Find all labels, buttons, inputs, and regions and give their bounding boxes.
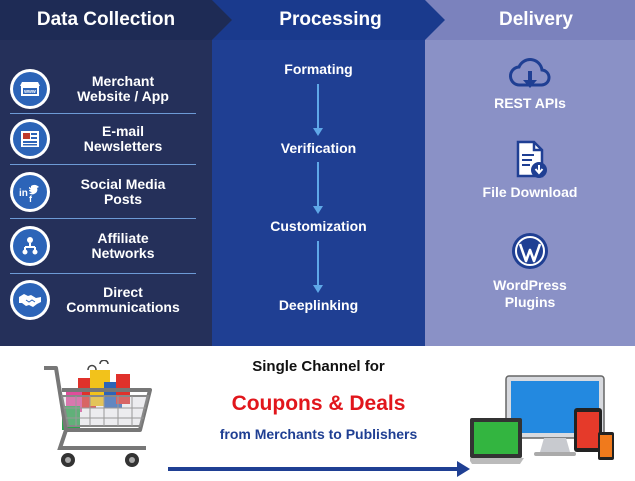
divider	[10, 273, 196, 274]
processing-step-deeplinking: Deeplinking	[278, 297, 359, 313]
processing-step-customization: Customization	[270, 218, 367, 234]
data-collection-header: Data Collection	[0, 0, 232, 40]
handshake-icon	[10, 280, 50, 320]
flow-arrow	[313, 162, 323, 214]
file-download-icon	[516, 140, 547, 178]
data-source-label: E-mail Newsletters	[83, 123, 163, 154]
network-icon	[10, 226, 50, 266]
channel-arrow	[168, 461, 470, 477]
delivery-header: Delivery	[425, 0, 635, 40]
data-source-label: Social Media Posts	[80, 176, 166, 207]
bottom-tagline-2: Coupons & Deals	[231, 392, 406, 415]
cloud-download-icon	[509, 58, 551, 88]
svg-text:f: f	[29, 194, 33, 203]
delivery-label: REST APIs	[494, 95, 566, 111]
processing-title: Processing	[279, 9, 382, 30]
divider	[10, 113, 196, 114]
data-source-direct: Direct Communications	[10, 278, 196, 322]
newsletter-icon	[10, 119, 50, 159]
processing-step-verification: Verification	[280, 140, 357, 156]
delivery-label: WordPress	[493, 277, 567, 293]
delivery-title: Delivery	[499, 9, 573, 30]
data-source-affiliate: Affiliate Networks	[10, 224, 196, 268]
data-source-label: Affiliate Networks	[91, 230, 155, 261]
data-source-label: Merchant Website / App	[77, 73, 169, 104]
website-icon: www	[10, 69, 50, 109]
divider	[10, 218, 196, 219]
devices-icon	[470, 375, 614, 464]
delivery-file-download: File Download	[425, 140, 635, 201]
bottom-tagline-3: from Merchants to Publishers	[219, 426, 418, 442]
data-source-newsletters: E-mail Newsletters	[10, 117, 196, 161]
data-collection-title: Data Collection	[36, 9, 176, 30]
wordpress-icon	[512, 233, 548, 269]
processing-step-formating: Formating	[284, 61, 353, 77]
delivery-label: Plugins	[504, 294, 556, 310]
data-source-label: Direct Communications	[66, 284, 180, 315]
processing-header: Processing	[212, 0, 445, 40]
svg-text:in: in	[19, 188, 28, 199]
website-icon-text: www	[23, 89, 36, 95]
bottom-tagline-1: Single Channel for	[252, 358, 385, 375]
divider	[10, 164, 196, 165]
data-source-social: in f Social Media Posts	[10, 170, 196, 214]
delivery-rest-apis: REST APIs	[425, 57, 635, 112]
shopping-cart-icon	[44, 360, 152, 467]
flow-arrow	[313, 241, 323, 293]
delivery-label: File Download	[482, 184, 578, 200]
flow-arrow	[313, 84, 323, 136]
delivery-wordpress: WordPress Plugins	[425, 231, 635, 311]
social-media-icon: in f	[10, 172, 50, 212]
data-source-merchant: www Merchant Website / App	[10, 67, 196, 111]
